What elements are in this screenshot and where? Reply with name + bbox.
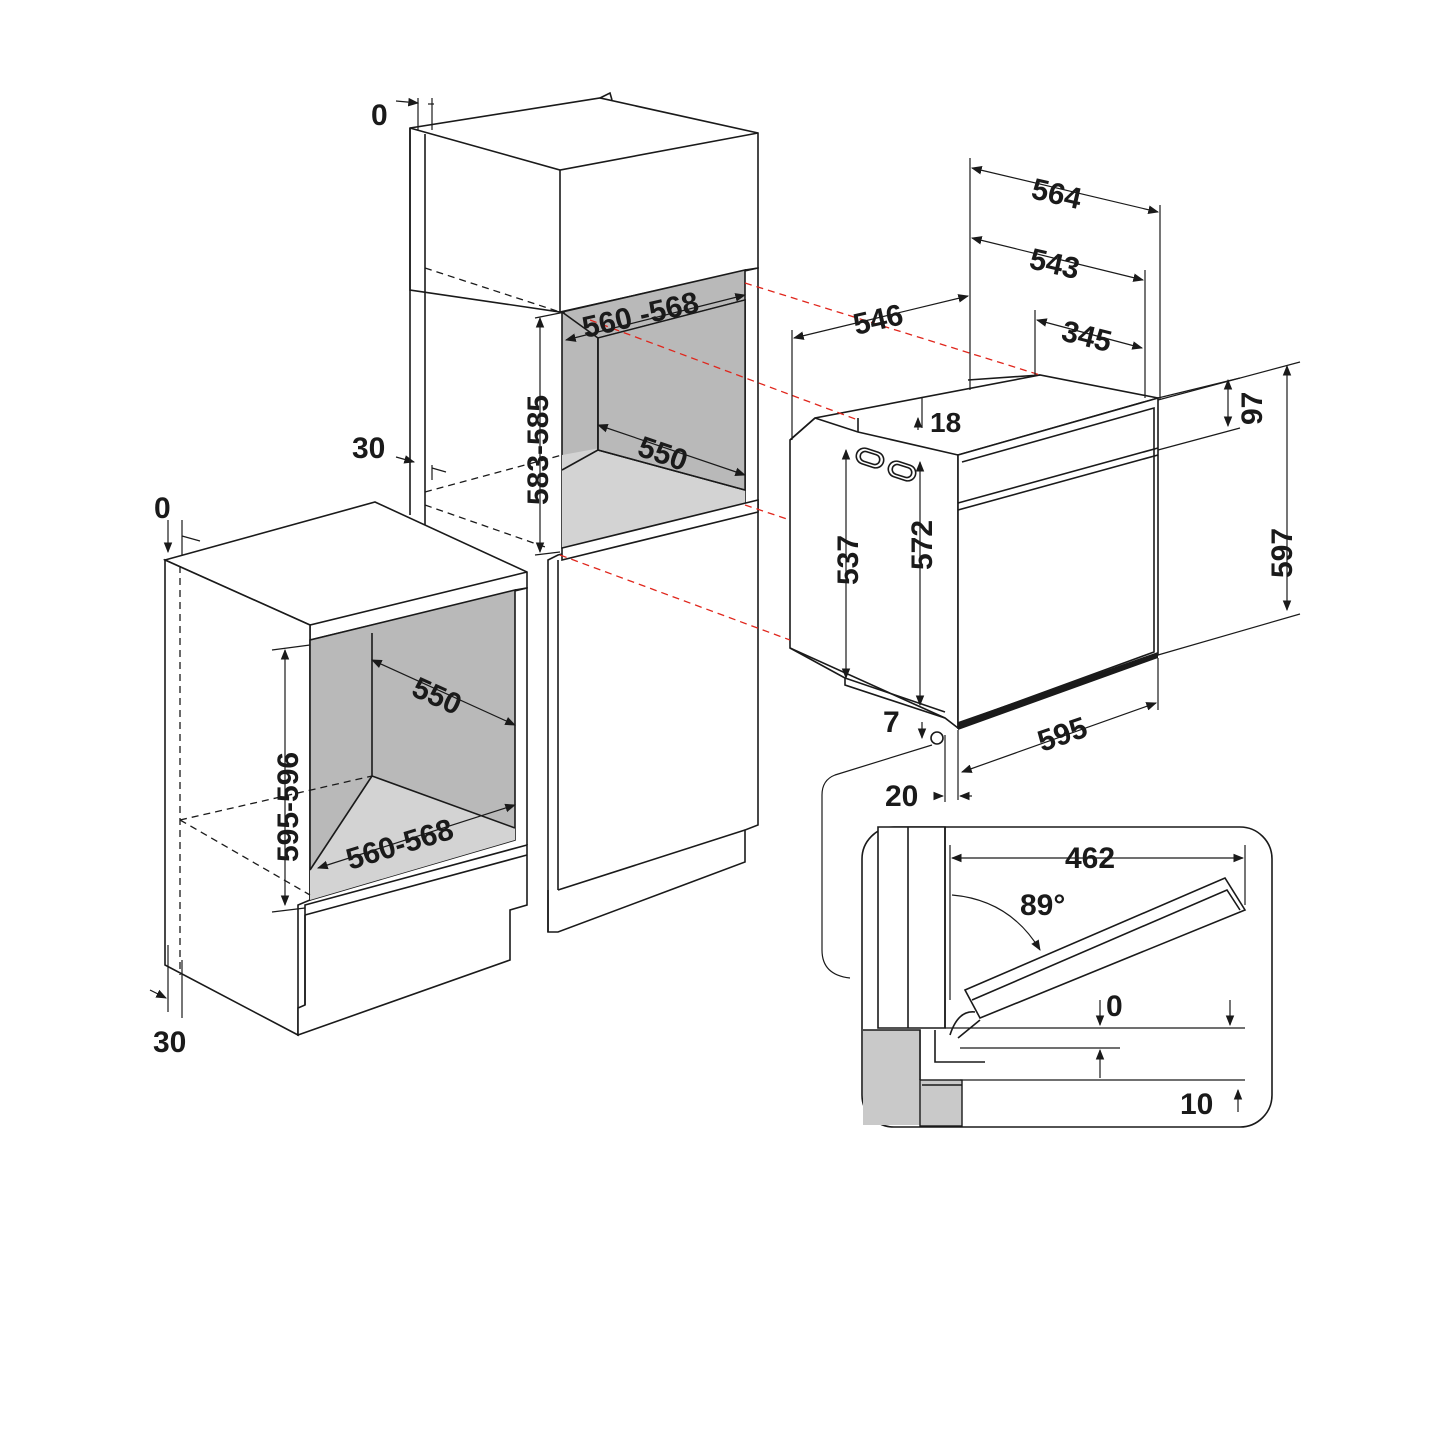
base-back-gap-label: 30 — [153, 1026, 186, 1059]
base-top-gap-label: 0 — [154, 492, 171, 525]
door-angle-label: 89° — [1020, 889, 1065, 922]
upper-clearance-label: 0 — [1106, 990, 1123, 1023]
oven-top-recess-label: 18 — [930, 407, 961, 438]
base-cabinet — [162, 501, 528, 1037]
tall-niche-height-label: 583-585 — [522, 395, 555, 505]
oven-front — [957, 396, 1159, 730]
oven-bottom-gap-label: 7 — [883, 706, 900, 739]
oven-body-height-label: 572 — [906, 520, 939, 570]
oven-rear-height-label: 537 — [832, 535, 865, 585]
lower-clearance-label: 10 — [1180, 1088, 1213, 1121]
oven-door-thickness-label: 20 — [885, 780, 918, 813]
base-niche-height-label: 595-596 — [272, 752, 305, 862]
door-detail-inset — [861, 826, 1273, 1128]
door-length-label: 462 — [1065, 842, 1115, 875]
oven-overall-height-label: 597 — [1266, 528, 1299, 578]
oven-body-depth-label: 543 — [1026, 243, 1082, 286]
oven-front-depth-label: 546 — [850, 298, 906, 341]
oven-panel-height-label: 97 — [1236, 392, 1269, 425]
vent-openings — [855, 447, 917, 482]
dimension-lines — [149, 97, 1301, 1018]
tall-side-gap-label: 30 — [352, 432, 385, 465]
oven-overall-depth-label: 564 — [1028, 173, 1085, 216]
tall-top-gap-label: 0 — [371, 99, 388, 132]
oven-front-width-label: 595 — [1034, 711, 1092, 759]
oven-top-offset-label: 345 — [1058, 315, 1115, 359]
